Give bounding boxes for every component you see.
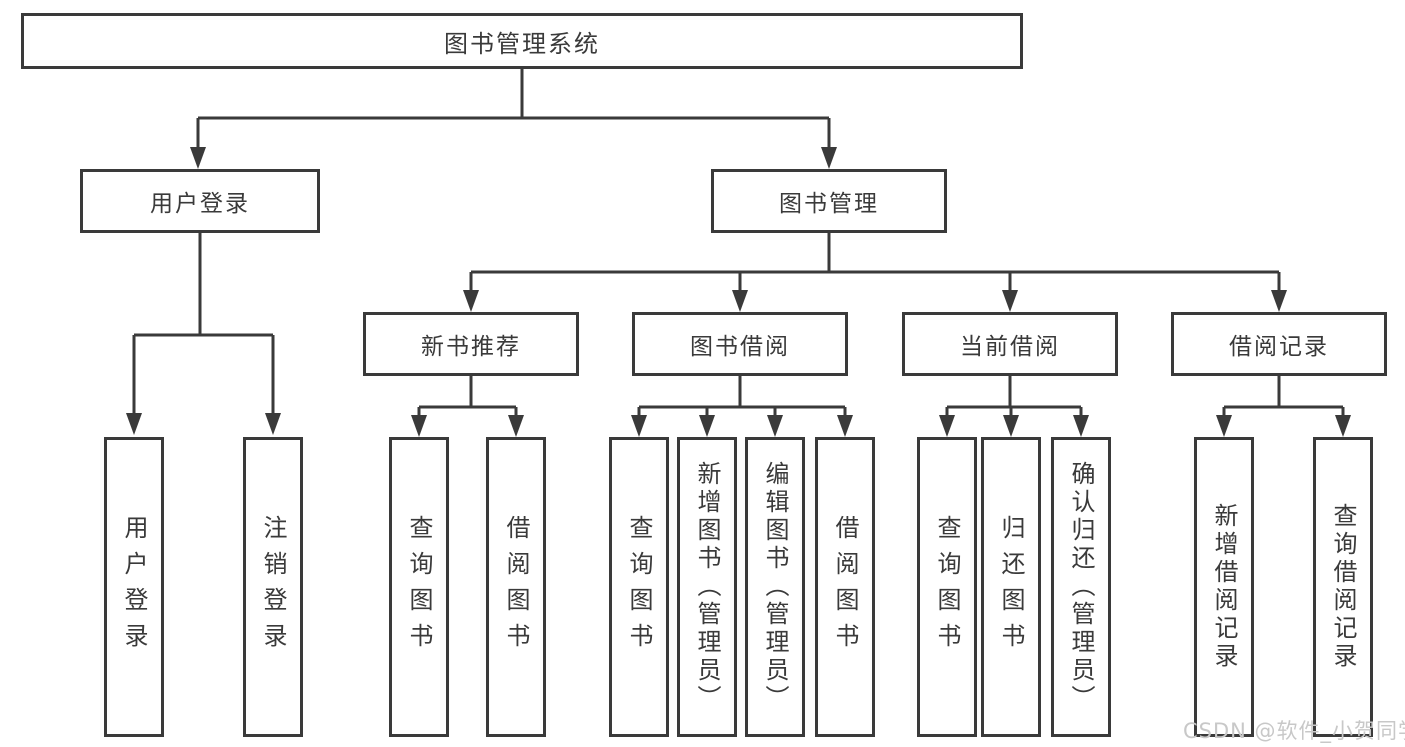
node-borrow-records: 借阅记录 — [1171, 312, 1387, 376]
node-current-borrow: 当前借阅 — [902, 312, 1118, 376]
leaf-add-books-admin: 新增图书（管理员） — [677, 437, 737, 737]
node-book-borrow: 图书借阅 — [632, 312, 848, 376]
node-new-book-recommend: 新书推荐 — [363, 312, 579, 376]
leaf-query-books-3: 查询图书 — [917, 437, 977, 737]
leaf-query-books-1: 查询图书 — [389, 437, 449, 737]
csdn-watermark: CSDN @软件_小贺同学 — [1183, 719, 1405, 743]
leaf-logout: 注销登录 — [243, 437, 303, 737]
leaf-add-borrow-record: 新增借阅记录 — [1194, 437, 1254, 737]
leaf-borrow-books-1: 借阅图书 — [486, 437, 546, 737]
leaf-query-books-2: 查询图书 — [609, 437, 669, 737]
leaf-user-login: 用户登录 — [104, 437, 164, 737]
leaf-edit-books-admin: 编辑图书（管理员） — [745, 437, 805, 737]
node-book-management: 图书管理 — [711, 169, 947, 233]
leaf-confirm-return-admin: 确认归还（管理员） — [1051, 437, 1111, 737]
leaf-query-borrow-record: 查询借阅记录 — [1313, 437, 1373, 737]
node-root-system: 图书管理系统 — [21, 13, 1023, 69]
leaf-return-books: 归还图书 — [981, 437, 1041, 737]
leaf-borrow-books-2: 借阅图书 — [815, 437, 875, 737]
node-user-login: 用户登录 — [80, 169, 320, 233]
